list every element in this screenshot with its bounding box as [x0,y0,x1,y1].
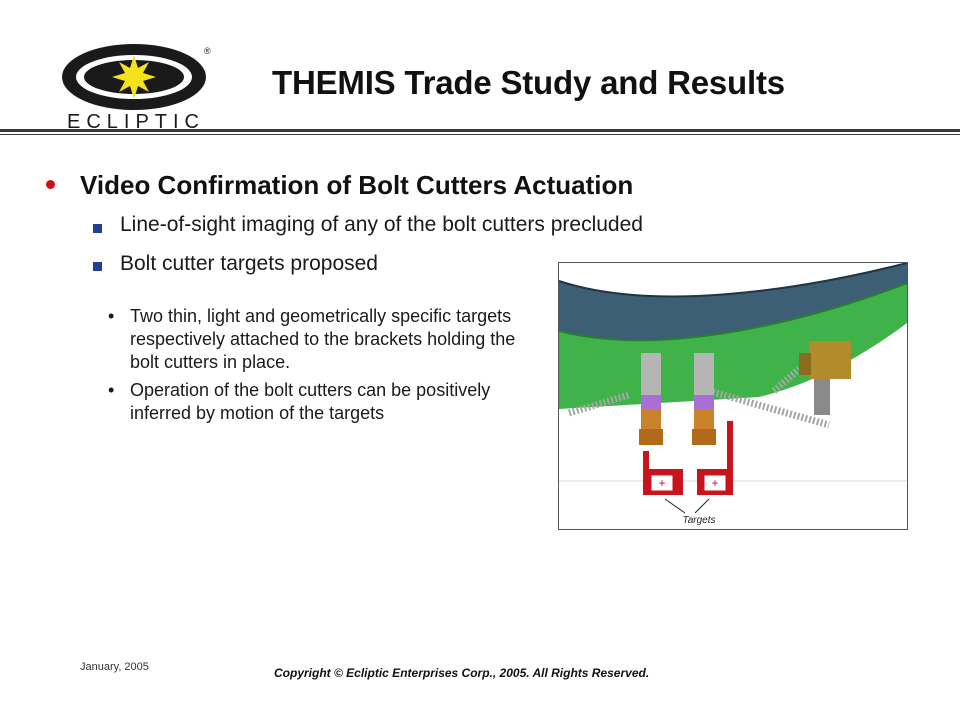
subpoint-text: Operation of the bolt cutters can be pos… [130,380,491,423]
section-heading: Video Confirmation of Bolt Cutters Actua… [80,170,634,200]
subpoint-list: • Two thin, light and geometrically spec… [108,305,528,430]
square-bullet-icon [93,224,102,233]
ecliptic-logo: ® ECLIPTIC [58,40,218,132]
list-item: • Operation of the bolt cutters can be p… [108,379,528,425]
sun-icon [112,55,156,99]
svg-text:+: + [711,476,718,490]
footer-date: January, 2005 [80,661,149,673]
heading-bullet-icon [46,180,55,189]
header-rule-thin [0,134,960,135]
dot-bullet-icon: • [108,306,115,326]
logo-wordmark: ECLIPTIC [67,111,205,132]
square-bullet-icon [93,262,102,271]
list-item: • Two thin, light and geometrically spec… [108,305,528,374]
targets-callout: Targets [683,515,716,526]
footer-copyright: Copyright © Ecliptic Enterprises Corp., … [274,666,650,680]
point-targets-proposed: Bolt cutter targets proposed [120,252,378,275]
page-title: THEMIS Trade Study and Results [272,64,785,101]
svg-text:+: + [658,476,665,490]
header-rule [0,129,960,132]
dot-bullet-icon: • [108,380,115,400]
registered-mark: ® [204,46,211,56]
point-line-of-sight: Line-of-sight imaging of any of the bolt… [120,213,643,236]
subpoint-text: Two thin, light and geometrically specif… [130,306,516,372]
bolt-cutter-figure: + + Targets [558,262,908,530]
